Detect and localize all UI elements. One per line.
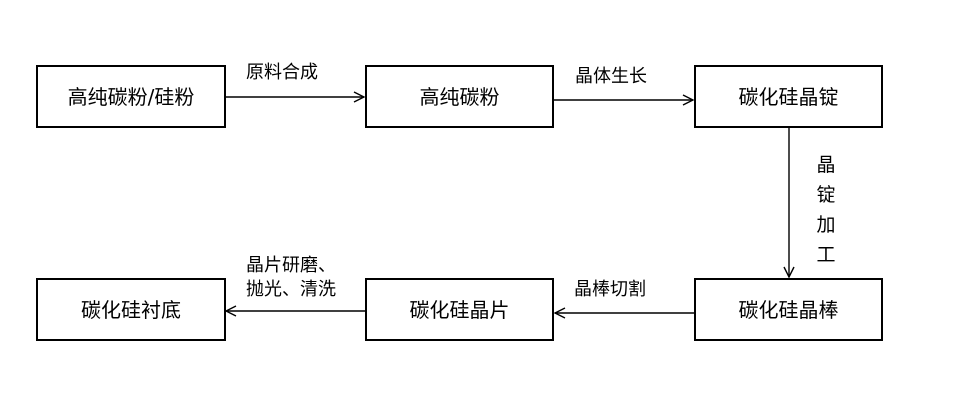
node-high-purity-carbon: 高纯碳粉 [365,65,554,128]
edge-label-boule-cutting: 晶棒切割 [574,279,646,300]
node-sic-wafer: 碳化硅晶片 [365,278,554,341]
node-sic-boule: 碳化硅晶棒 [694,278,883,341]
edge-label-wafer-finishing-line1: 晶片研磨、 [246,255,336,276]
node-sic-wafer-label: 碳化硅晶片 [409,297,510,322]
node-sic-substrate-label: 碳化硅衬底 [81,297,181,322]
node-sic-substrate: 碳化硅衬底 [36,278,226,341]
node-sic-boule-label: 碳化硅晶棒 [738,297,839,322]
edge-label-wafer-finishing-line2: 抛光、清洗 [246,279,336,300]
edge-label-raw-synthesis: 原料合成 [246,62,318,83]
node-high-purity-carbon-label: 高纯碳粉 [419,84,500,109]
node-raw-powder-label: 高纯碳粉/硅粉 [67,84,195,109]
edge-label-ingot-processing: 晶锭加工 [816,154,836,266]
node-sic-ingot: 碳化硅晶锭 [694,65,883,128]
node-raw-powder: 高纯碳粉/硅粉 [36,65,226,128]
node-sic-ingot-label: 碳化硅晶锭 [738,84,839,109]
edge-label-crystal-growth: 晶体生长 [575,66,647,87]
